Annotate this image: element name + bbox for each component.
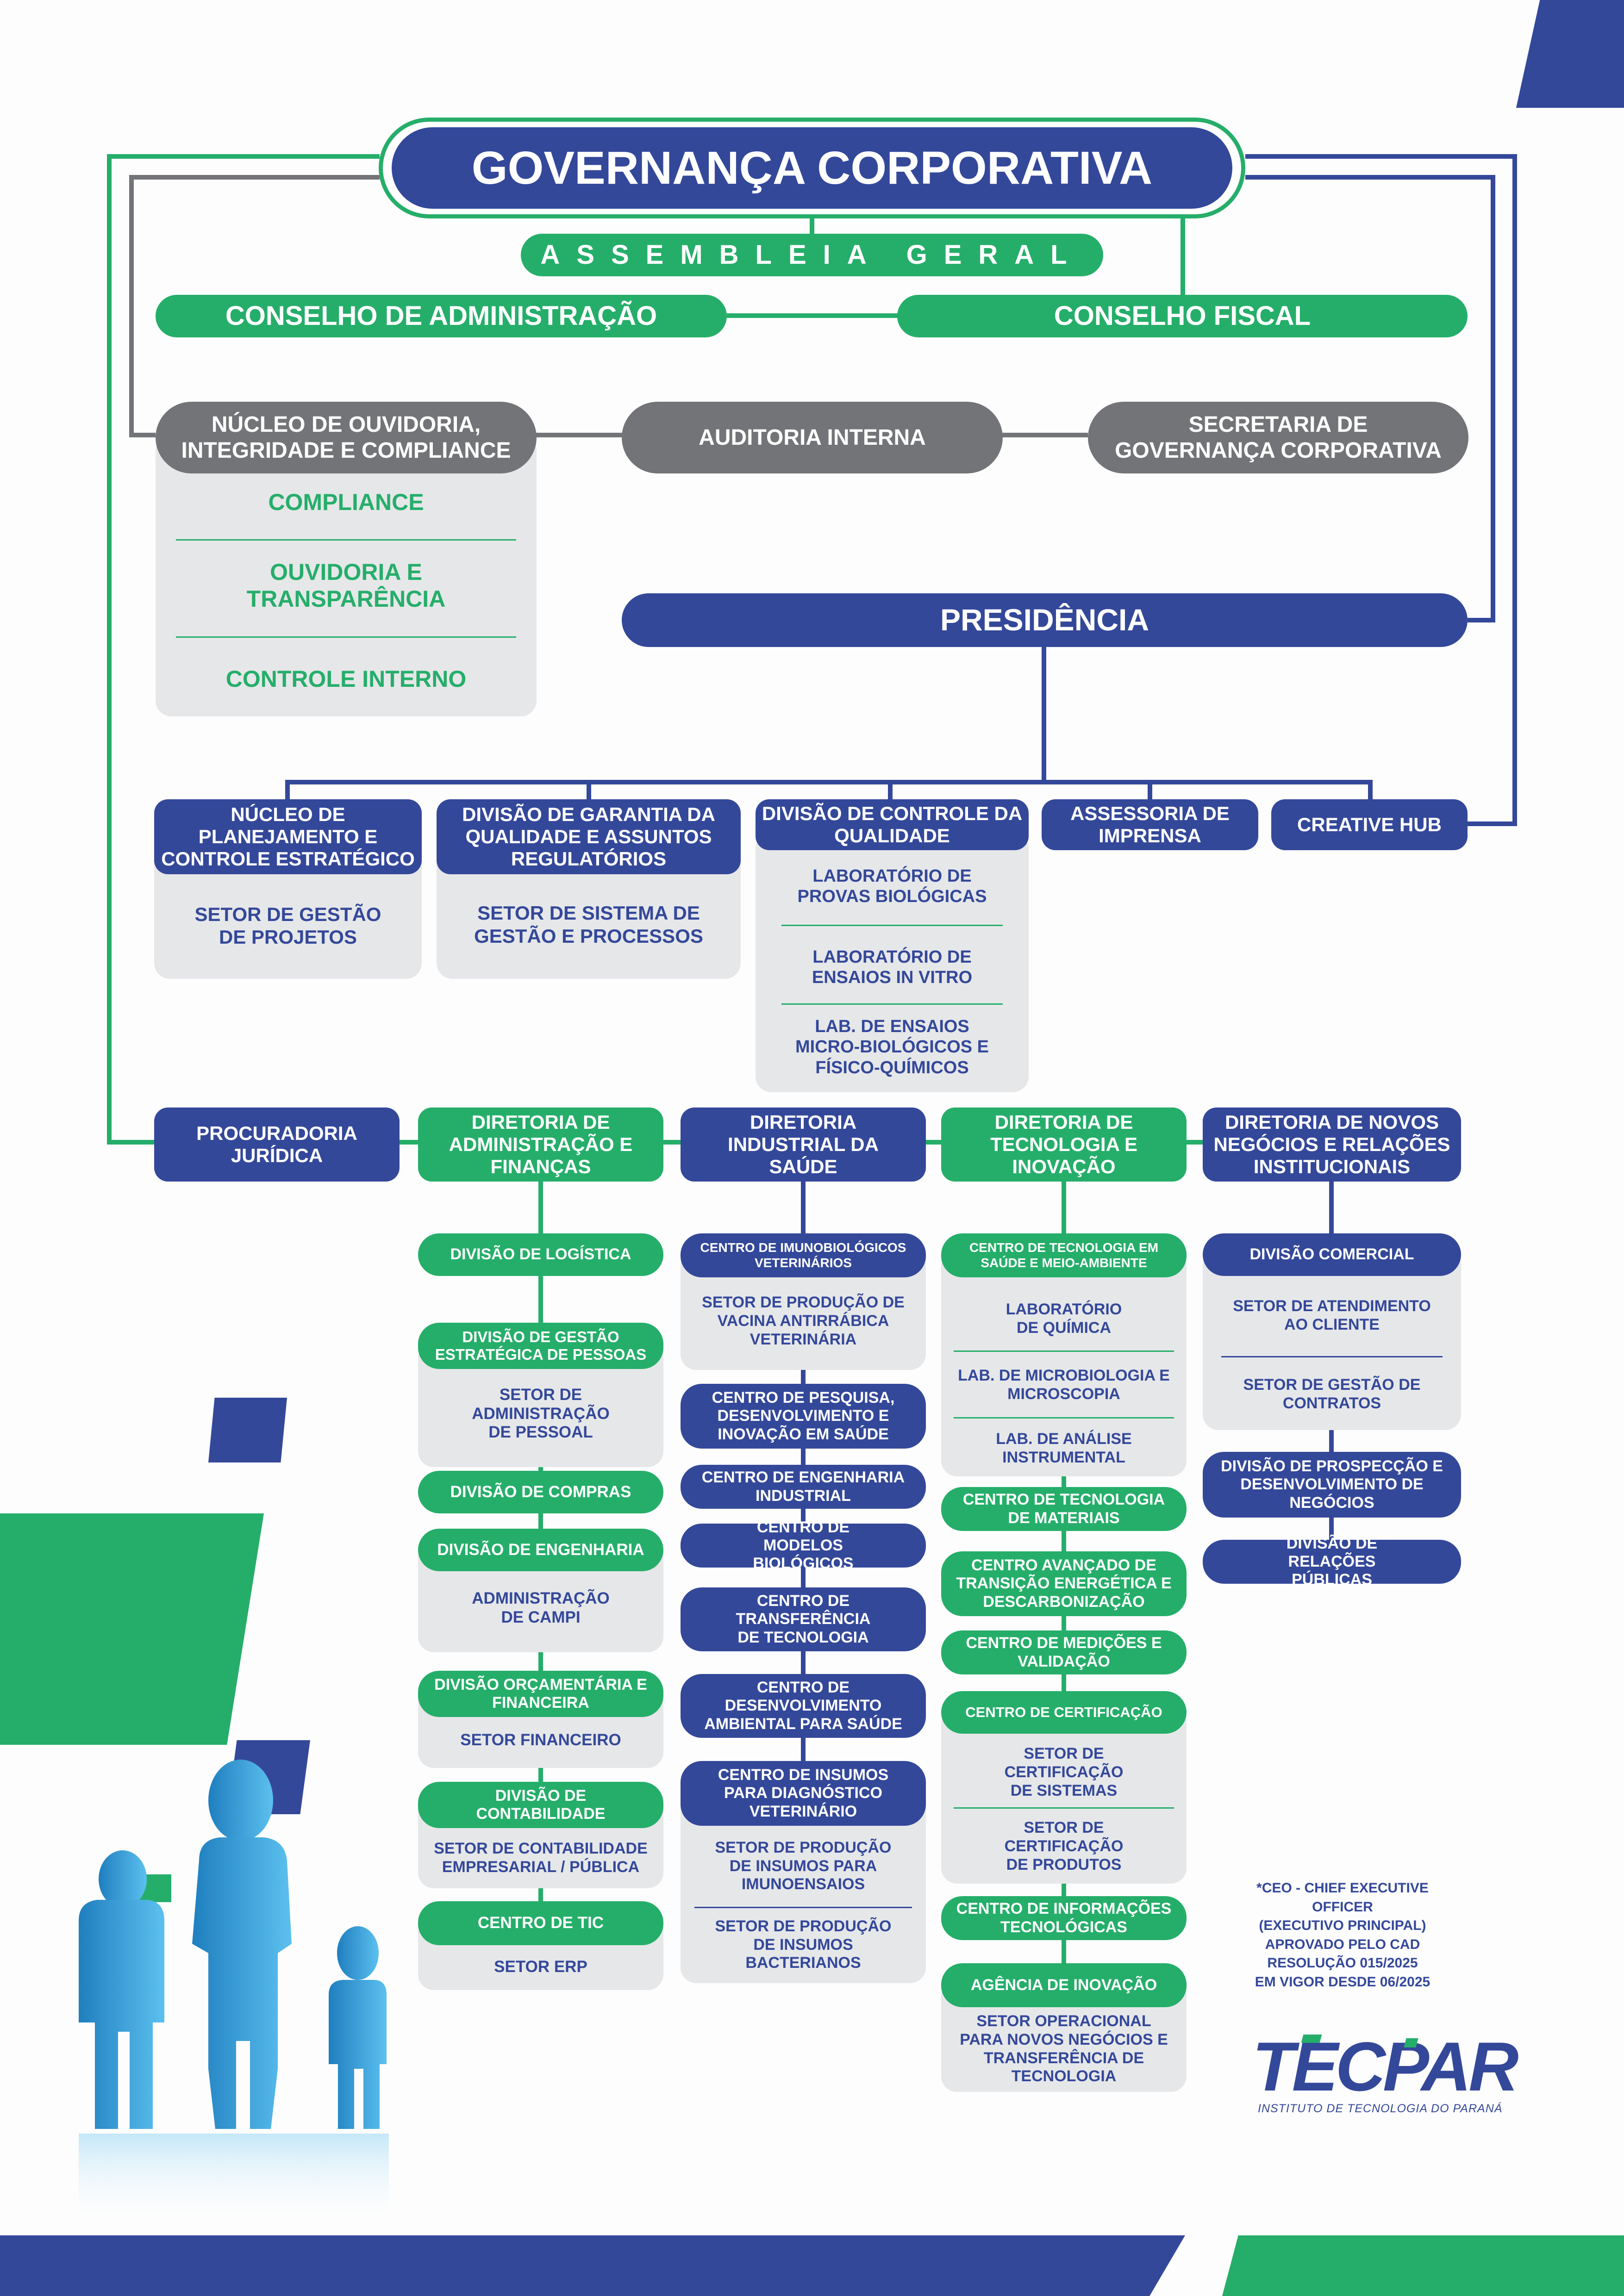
footer-green-band: [1222, 2235, 1624, 2296]
divisao-relacoes-publicas: DIVISÃO DE RELAÇÕES PÚBLICAS: [1203, 1535, 1461, 1588]
decoration-blue-square-1: [208, 1398, 287, 1462]
controle-interno-item: CONTROLE INTERNO: [225, 666, 467, 692]
setor-certificacao-sistemas: SETOR DE CERTIFICAÇÃO DE SISTEMAS: [1004, 1745, 1124, 1799]
meio-ambiente-panel: [941, 1250, 1187, 1476]
secretaria-governanca: SECRETARIA DE GOVERNANÇA CORPORATIVA: [1088, 402, 1468, 473]
diretoria-administracao: DIRETORIA DE ADMINISTRAÇÃO E FINANÇAS: [418, 1108, 663, 1182]
divisao-logistica: DIVISÃO DE LOGÍSTICA: [418, 1233, 663, 1276]
conselho-fiscal: CONSELHO FISCAL: [897, 295, 1468, 337]
approval-note: *CEO - CHIEF EXECUTIVE OFFICER (EXECUTIV…: [1227, 1879, 1458, 1991]
nucleo-ouvidoria-title: NÚCLEO DE OUVIDORIA, INTEGRIDADE E COMPL…: [156, 402, 537, 473]
setor-administracao-pessoal: SETOR DE ADMINISTRAÇÃO DE PESSOAL: [472, 1385, 610, 1442]
divisao-compras: DIVISÃO DE COMPRAS: [418, 1471, 663, 1513]
logo-tagline: INSTITUTO DE TECNOLOGIA DO PARANÁ: [1258, 2102, 1503, 2115]
logo-accent-icon: [1301, 2035, 1322, 2043]
administracao-campi: ADMINISTRAÇÃO DE CAMPI: [472, 1589, 610, 1626]
diretoria-tecnologia: DIRETORIA DE TECNOLOGIA E INOVAÇÃO: [941, 1108, 1187, 1182]
creative-hub: CREATIVE HUB: [1271, 799, 1468, 850]
centro-transicao-energetica: CENTRO AVANÇADO DE TRANSIÇÃO ENERGÉTICA …: [941, 1551, 1187, 1616]
centro-informacoes: CENTRO DE INFORMAÇÕES TECNOLÓGICAS: [941, 1896, 1187, 1940]
comercial-panel: [1203, 1250, 1461, 1430]
divisao-prospeccao: DIVISÃO DE PROSPECÇÃO E DESENVOLVIMENTO …: [1203, 1452, 1461, 1518]
centro-certificacao: CENTRO DE CERTIFICAÇÃO: [941, 1691, 1187, 1734]
setor-certificacao-produtos: SETOR DE CERTIFICAÇÃO DE PRODUTOS: [1004, 1819, 1124, 1873]
centro-transferencia-tecnologia: CENTRO DE TRANSFERÊNCIA DE TECNOLOGIA: [681, 1587, 926, 1651]
lab-analise-instrumental: LAB. DE ANÁLISE INSTRUMENTAL: [996, 1430, 1132, 1466]
lab-quimica: LABORATÓRIO DE QUÍMICA: [1006, 1300, 1122, 1337]
centro-medicoes: CENTRO DE MEDIÇÕES E VALIDAÇÃO: [941, 1630, 1187, 1674]
auditoria-interna: AUDITORIA INTERNA: [622, 402, 1003, 473]
setor-erp: SETOR ERP: [494, 1957, 587, 1976]
centro-insumos-diagnostico: CENTRO DE INSUMOS PARA DIAGNÓSTICO VETER…: [681, 1761, 926, 1826]
assessoria-imprensa: ASSESSORIA DE IMPRENSA: [1042, 799, 1258, 850]
divisao-garantia-qualidade: DIVISÃO DE GARANTIA DA QUALIDADE E ASSUN…: [437, 799, 741, 874]
logo-wordmark: TECPAR: [1252, 2028, 1519, 2105]
setor-gestao-contratos: SETOR DE GESTÃO DE CONTRATOS: [1243, 1375, 1421, 1412]
agencia-inovacao: AGÊNCIA DE INOVAÇÃO: [941, 1963, 1187, 2007]
procuradoria-juridica: PROCURADORIA JURÍDICA: [154, 1108, 400, 1182]
divisao-controle-qualidade: DIVISÃO DE CONTROLE DA QUALIDADE: [756, 799, 1029, 850]
setor-vacina-antirrabica: SETOR DE PRODUÇÃO DE VACINA ANTIRRÁBICA …: [702, 1294, 905, 1348]
centro-imunobiologicos: CENTRO DE IMUNOBIOLÓGICOS VETERINÁRIOS: [681, 1233, 926, 1277]
nucleo-ouvidoria-panel: [156, 435, 537, 716]
centro-engenharia-industrial: CENTRO DE ENGENHARIA INDUSTRIAL: [681, 1465, 926, 1509]
setor-gestao-projetos: SETOR DE GESTÃO DE PROJETOS: [194, 903, 381, 948]
compliance-item: COMPLIANCE: [268, 489, 424, 515]
centro-desenvolvimento-ambiental: CENTRO DE DESENVOLVIMENTO AMBIENTAL PARA…: [681, 1674, 926, 1738]
conselho-administracao: CONSELHO DE ADMINISTRAÇÃO: [156, 295, 727, 337]
lab-provas-biologicas: LABORATÓRIO DE PROVAS BIOLÓGICAS: [797, 866, 987, 906]
centro-tecnologia-materiais: CENTRO DE TECNOLOGIA DE MATERIAIS: [941, 1487, 1187, 1531]
lab-ensaios-microbiologicos: LAB. DE ENSAIOS MICRO-BIOLÓGICOS E FÍSIC…: [795, 1016, 989, 1077]
note-line: APROVADO PELO CAD: [1265, 1936, 1420, 1952]
divider: [954, 1807, 1174, 1809]
divider: [176, 539, 516, 541]
divider: [1221, 1356, 1443, 1357]
note-line: EM VIGOR DESDE 06/2025: [1255, 1974, 1430, 1990]
divider: [954, 1417, 1174, 1419]
divisao-comercial: DIVISÃO COMERCIAL: [1203, 1233, 1461, 1276]
controle-qualidade-panel: [756, 833, 1029, 1092]
ouvidoria-item: OUVIDORIA E TRANSPARÊNCIA: [246, 559, 446, 612]
note-line: *CEO - CHIEF EXECUTIVE OFFICER: [1256, 1880, 1429, 1915]
lab-microbiologia: LAB. DE MICROBIOLOGIA E MICROSCOPIA: [958, 1366, 1170, 1403]
nucleo-planejamento: NÚCLEO DE PLANEJAMENTO E CONTROLE ESTRAT…: [154, 799, 422, 874]
centro-tecnologia-meio-ambiente: CENTRO DE TECNOLOGIA EM SAÚDE E MEIO-AMB…: [941, 1233, 1187, 1277]
footer-blue-band: [0, 2235, 1185, 2296]
divisao-orcamentaria: DIVISÃO ORÇAMENTÁRIA E FINANCEIRA: [418, 1671, 663, 1717]
setor-atendimento-cliente: SETOR DE ATENDIMENTO AO CLIENTE: [1233, 1297, 1431, 1333]
divisao-contabilidade: DIVISÃO DE CONTABILIDADE: [418, 1782, 663, 1828]
setor-financeiro: SETOR FINANCEIRO: [460, 1730, 621, 1749]
page-title: GOVERNANÇA CORPORATIVA: [392, 127, 1232, 209]
setor-insumos-imunoensaios: SETOR DE PRODUÇÃO DE INSUMOS PARA IMUNOE…: [715, 1838, 892, 1893]
divider: [694, 1907, 912, 1908]
divider: [176, 636, 516, 638]
centro-modelos-biologicos: CENTRO DE MODELOS BIOLÓGICOS: [681, 1518, 926, 1572]
divider: [781, 1003, 1003, 1005]
note-line: (EXECUTIVO PRINCIPAL): [1259, 1918, 1426, 1933]
diretoria-industrial: DIRETORIA INDUSTRIAL DA SAÚDE: [681, 1108, 926, 1182]
setor-contabilidade: SETOR DE CONTABILIDADE EMPRESARIAL / PÚB…: [434, 1840, 648, 1876]
diretoria-negocios: DIRETORIA DE NOVOS NEGÓCIOS E RELAÇÕES I…: [1203, 1108, 1461, 1182]
logo-accent-icon: [1404, 2038, 1418, 2047]
divider: [781, 925, 1003, 926]
presidencia: PRESIDÊNCIA: [622, 593, 1468, 647]
divider: [954, 1350, 1174, 1352]
setor-operacional: SETOR OPERACIONAL PARA NOVOS NEGÓCIOS E …: [960, 2012, 1168, 2085]
divisao-gestao-pessoas: DIVISÃO DE GESTÃO ESTRATÉGICA DE PESSOAS: [418, 1323, 663, 1369]
decoration-green-block: [0, 1513, 264, 1745]
certificacao-panel: [941, 1708, 1187, 1884]
centro-tic: CENTRO DE TIC: [418, 1901, 663, 1945]
assembleia-geral: ASSEMBLEIA GERAL: [521, 234, 1103, 276]
lab-ensaios-in-vitro: LABORATÓRIO DE ENSAIOS IN VITRO: [812, 947, 973, 987]
divisao-engenharia: DIVISÃO DE ENGENHARIA: [418, 1529, 663, 1571]
setor-insumos-bacterianos: SETOR DE PRODUÇÃO DE INSUMOS BACTERIANOS: [715, 1917, 892, 1972]
people-illustration: [79, 1760, 389, 2226]
setor-sistema-gestao: SETOR DE SISTEMA DE GESTÃO E PROCESSOS: [474, 902, 703, 947]
centro-pesquisa: CENTRO DE PESQUISA, DESENVOLVIMENTO E IN…: [681, 1384, 926, 1449]
tecpar-logo: TECPAR INSTITUTO DE TECNOLOGIA DO PARANÁ: [1252, 2032, 1521, 2120]
note-line: RESOLUÇÃO 015/2025: [1267, 1955, 1418, 1971]
